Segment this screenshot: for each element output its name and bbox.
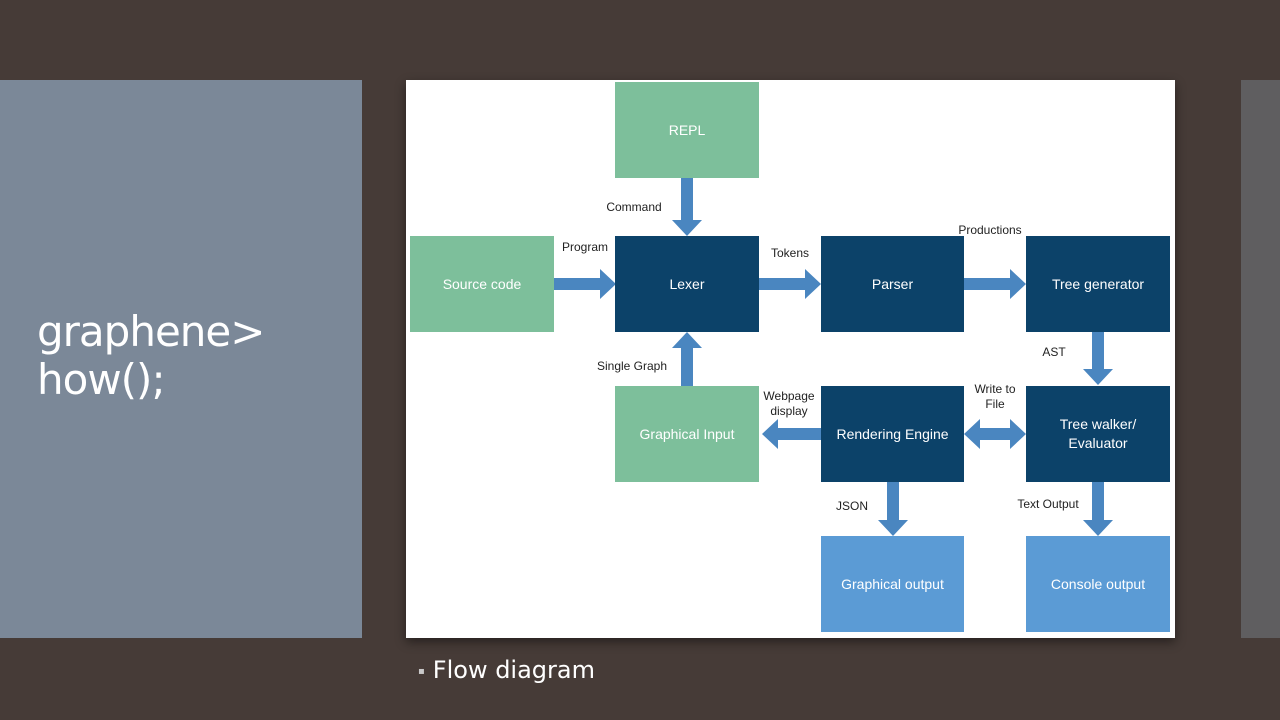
- next-slide-strip: [1241, 80, 1280, 638]
- node-tree-generator: Tree generator: [1026, 236, 1170, 332]
- edge-label-write-to-file: Write to File: [962, 382, 1028, 412]
- edge-label-webpage-display: Webpage display: [756, 389, 822, 419]
- edge-label-single-graph: Single Graph: [596, 359, 668, 373]
- slide-title-line-1: graphene>: [37, 307, 265, 356]
- node-repl: REPL: [615, 82, 759, 178]
- node-lexer-label: Lexer: [669, 275, 705, 292]
- node-tree-walker: Tree walker/ Evaluator: [1026, 386, 1170, 482]
- bullet-icon: ▪: [418, 665, 425, 677]
- slide-title-line-2: how();: [37, 355, 166, 404]
- node-lexer: Lexer: [615, 236, 759, 332]
- node-graphical-input: Graphical Input: [615, 386, 759, 482]
- arrows-layer: [554, 178, 1113, 536]
- node-graphical-input-label: Graphical Input: [639, 425, 735, 442]
- edge-label-write-to-file-1: Write to: [974, 382, 1016, 396]
- node-tree-walker-label-1: Tree walker/: [1059, 416, 1137, 432]
- edge-label-ast: AST: [1042, 345, 1066, 359]
- edge-label-tokens: Tokens: [770, 246, 810, 260]
- edge-label-program: Program: [561, 240, 608, 254]
- flow-diagram: REPL Source code Lexer Parser Tree gener…: [406, 80, 1175, 638]
- node-parser: Parser: [821, 236, 964, 332]
- arrow-repl-lexer: [672, 178, 702, 236]
- edge-label-webpage-display-2: display: [770, 404, 808, 418]
- node-tree-walker-label-2: Evaluator: [1068, 435, 1128, 451]
- caption-text: Flow diagram: [432, 656, 595, 684]
- edge-label-write-to-file-2: File: [985, 397, 1005, 411]
- arrow-render-input: [762, 419, 821, 449]
- node-console-output-label: Console output: [1050, 575, 1146, 592]
- node-rendering-engine: Rendering Engine: [821, 386, 964, 482]
- edge-label-command: Command: [606, 200, 662, 214]
- arrow-parser-treegen: [964, 269, 1026, 299]
- arrow-render-walker: [964, 419, 1026, 449]
- node-parser-label: Parser: [871, 275, 914, 292]
- node-console-output: Console output: [1026, 536, 1170, 632]
- node-graphical-output-label: Graphical output: [841, 575, 944, 592]
- node-rendering-engine-label: Rendering Engine: [836, 425, 949, 442]
- edge-label-json: JSON: [835, 499, 868, 513]
- edge-label-webpage-display-1: Webpage: [763, 389, 815, 403]
- node-tree-generator-label: Tree generator: [1051, 275, 1145, 292]
- arrow-treegen-walker: [1083, 331, 1113, 385]
- arrow-input-lexer: [672, 332, 702, 386]
- node-source-code-label: Source code: [442, 275, 522, 292]
- slide-title: graphene> how();: [37, 308, 357, 404]
- arrow-walker-console: [1083, 482, 1113, 536]
- arrow-lexer-parser: [759, 269, 821, 299]
- arrow-source-lexer: [554, 269, 616, 299]
- title-panel: [0, 80, 362, 638]
- arrow-render-goutput: [878, 482, 908, 536]
- node-source-code: Source code: [410, 236, 554, 332]
- edge-label-productions: Productions: [958, 223, 1022, 237]
- node-graphical-output: Graphical output: [821, 536, 964, 632]
- slide-caption: ▪ Flow diagram: [418, 656, 595, 684]
- node-repl-label: REPL: [668, 121, 706, 138]
- edge-label-text-output: Text Output: [1017, 497, 1079, 511]
